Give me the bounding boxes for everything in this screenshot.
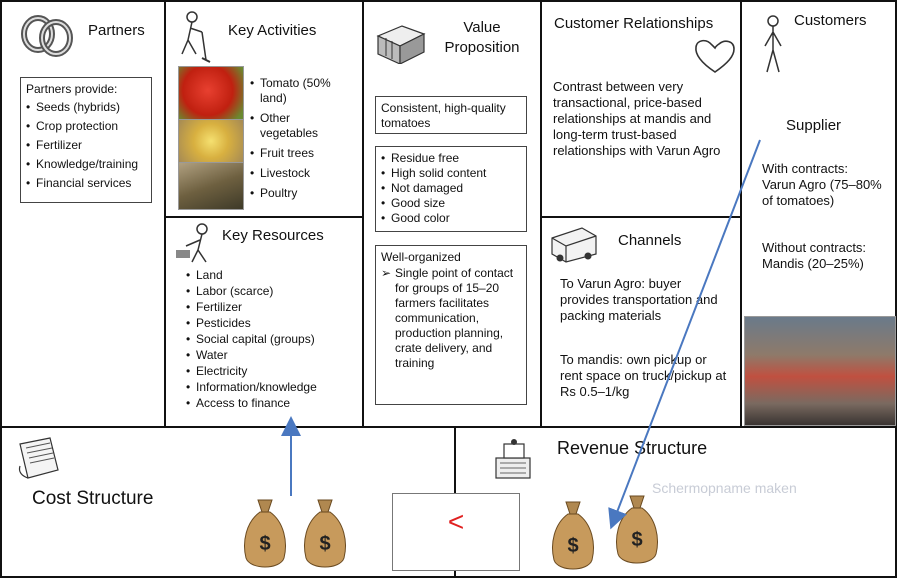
customer-relationships-title: Customer Relationships xyxy=(554,15,714,32)
list-item: Social capital (groups) xyxy=(186,332,358,347)
list-item: Information/knowledge xyxy=(186,380,358,395)
customers-without-contracts: Without contracts: Mandis (20–25%) xyxy=(762,240,867,271)
list-item: Crop protection xyxy=(26,119,146,134)
partners-box: Partners provide: Seeds (hybrids) Crop p… xyxy=(20,77,152,203)
customer-relationships-text: Contrast between very transactional, pri… xyxy=(553,79,721,158)
cost-structure-title: Cost Structure xyxy=(32,488,154,509)
list-item: Other vegetables xyxy=(250,111,338,141)
delivery-truck-icon xyxy=(551,227,597,263)
channels-title: Channels xyxy=(618,232,682,249)
money-bag-icon: $ xyxy=(552,501,594,570)
less-than-symbol: < xyxy=(447,506,465,537)
list-item: Good size xyxy=(381,196,521,211)
list-item: Land xyxy=(186,268,358,283)
money-bag-icon: $ xyxy=(304,499,346,568)
market-photo xyxy=(744,316,896,426)
arrow-bullet-icon: ➢ xyxy=(381,266,392,280)
screenshot-watermark: Schermopname maken xyxy=(652,480,797,496)
channels-text-varun: To Varun Agro: buyer provides transporta… xyxy=(560,276,718,323)
list-item: Access to finance xyxy=(186,396,358,411)
person-standing-icon xyxy=(764,15,782,73)
key-activities-list: Tomato (50% land) Other vegetables Fruit… xyxy=(250,76,355,201)
list-item: Financial services xyxy=(26,176,146,191)
customers-supplier-label: Supplier xyxy=(786,117,842,134)
gift-box-icon xyxy=(376,25,426,64)
chain-link-icon xyxy=(21,15,73,57)
value-box-organization-item: ➢ Single point of contact for groups of … xyxy=(381,266,521,371)
cost-structure-cell xyxy=(0,426,456,578)
value-proposition-title: Value Proposition xyxy=(432,18,532,58)
money-bag-icon: $ xyxy=(244,499,286,568)
revenue-structure-title: Revenue Structure xyxy=(557,438,708,458)
list-item: Pesticides xyxy=(186,316,358,331)
list-item: Electricity xyxy=(186,364,358,379)
value-box-attributes: Residue free High solid content Not dama… xyxy=(375,146,527,232)
key-resources-list: Land Labor (scarce) Fertilizer Pesticide… xyxy=(186,268,358,411)
list-item: Residue free xyxy=(381,151,521,166)
tomato-photo xyxy=(178,66,244,120)
list-item: Water xyxy=(186,348,358,363)
money-bag-icon: $ xyxy=(616,495,658,564)
svg-text:$: $ xyxy=(259,533,270,555)
list-item: Not damaged xyxy=(381,181,521,196)
partners-box-heading: Partners provide: xyxy=(26,82,118,96)
partners-cell xyxy=(0,0,166,428)
list-item: Knowledge/training xyxy=(26,157,146,172)
list-item: Tomato (50% land) xyxy=(250,76,338,106)
channels-text-mandis: To mandis: own pickup or rent space on t… xyxy=(560,352,727,399)
svg-text:$: $ xyxy=(567,535,578,557)
svg-text:$: $ xyxy=(319,533,330,555)
value-box-organization-item-text: Single point of contact for groups of 15… xyxy=(395,266,514,370)
partners-list: Seeds (hybrids) Crop protection Fertiliz… xyxy=(26,100,146,191)
customers-title: Customers xyxy=(794,12,867,29)
heart-icon xyxy=(695,39,735,73)
list-item: Fertilizer xyxy=(26,138,146,153)
receipt-icon xyxy=(18,437,59,479)
value-box-organization-heading: Well-organized xyxy=(381,250,461,264)
cash-register-icon xyxy=(495,439,531,479)
list-item: Poultry xyxy=(250,186,355,201)
value-attributes-list: Residue free High solid content Not dama… xyxy=(381,151,521,226)
key-resources-title: Key Resources xyxy=(222,227,324,244)
list-item: High solid content xyxy=(381,166,521,181)
list-item: Good color xyxy=(381,211,521,226)
worker-with-tool-icon xyxy=(176,223,208,263)
value-box-quality: Consistent, high-quality tomatoes xyxy=(375,96,527,134)
value-box-organization: Well-organized ➢ Single point of contact… xyxy=(375,245,527,405)
farmer-digging-icon xyxy=(181,11,211,63)
svg-text:$: $ xyxy=(631,529,642,551)
customers-with-contracts: With contracts: Varun Agro (75–80% of to… xyxy=(762,161,882,208)
key-activities-title: Key Activities xyxy=(228,22,317,39)
chicks-photo xyxy=(178,119,244,163)
list-item: Livestock xyxy=(250,166,355,181)
list-item: Fruit trees xyxy=(250,146,355,161)
comparison-box: < xyxy=(392,493,520,571)
value-box-quality-text: Consistent, high-quality tomatoes xyxy=(381,101,506,130)
partners-title: Partners xyxy=(88,22,145,39)
list-item: Fertilizer xyxy=(186,300,358,315)
list-item: Labor (scarce) xyxy=(186,284,358,299)
list-item: Seeds (hybrids) xyxy=(26,100,146,115)
value-proposition-title-text: Value Proposition xyxy=(444,19,520,56)
orchard-photo xyxy=(178,162,244,210)
